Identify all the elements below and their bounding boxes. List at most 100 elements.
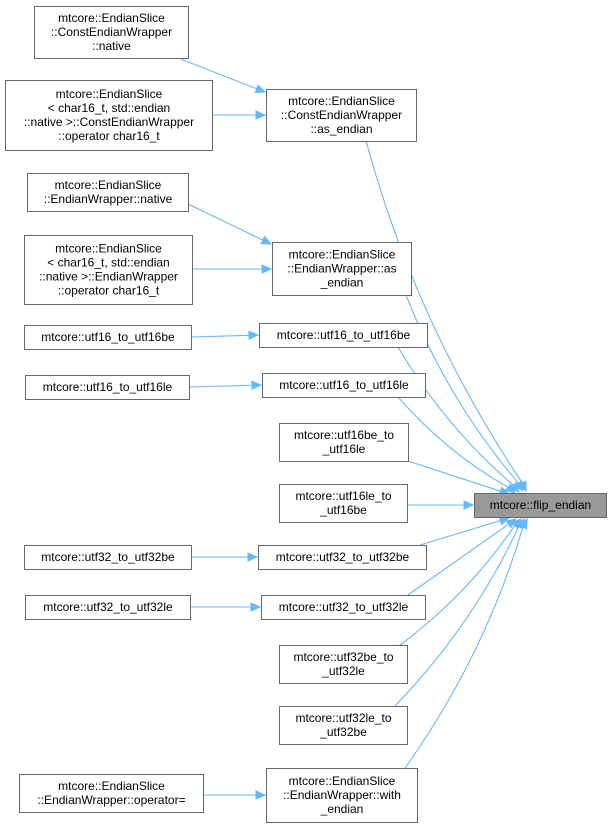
node-label-line: ::native >::ConstEndianWrapper xyxy=(24,115,194,129)
node-box xyxy=(258,545,427,570)
node-label-line: _endian xyxy=(320,802,364,816)
node-u32-u32le[interactable]: mtcore::utf32_to_utf32le xyxy=(261,595,426,620)
node-label-line: ::as_endian xyxy=(310,122,372,136)
edge-u16be-u16le-to-flip xyxy=(407,460,511,496)
node-flip[interactable]: mtcore::flip_endian xyxy=(474,493,607,518)
node-label-line: ::ConstEndianWrapper xyxy=(51,25,172,39)
node-u32-u32be[interactable]: mtcore::utf32_to_utf32be xyxy=(258,545,427,570)
node-asendian-ew[interactable]: mtcore::EndianSlice::EndianWrapper::as_e… xyxy=(272,242,412,296)
node-opassign-ew[interactable]: mtcore::EndianSlice::EndianWrapper::oper… xyxy=(19,774,204,813)
node-box xyxy=(262,373,426,398)
node-box xyxy=(27,173,189,212)
edge-asendian-ew-to-flip xyxy=(405,294,524,493)
edges-layer xyxy=(177,57,528,800)
arrowhead xyxy=(514,480,524,493)
node-u32be-u32le[interactable]: mtcore::utf32be_to_utf32le xyxy=(279,645,408,684)
arrowhead xyxy=(509,481,520,493)
arrowhead xyxy=(247,552,259,562)
node-label-line: < char16_t, std::endian xyxy=(48,101,170,115)
node-native-cew[interactable]: mtcore::EndianSlice::ConstEndianWrapper:… xyxy=(34,6,189,59)
arrowhead xyxy=(518,517,528,530)
node-label-line: mtcore::EndianSlice xyxy=(55,242,162,256)
edge-line xyxy=(365,140,523,484)
node-label-line: mtcore::utf32_to_utf32le xyxy=(43,600,173,614)
edge-u16-u16be-to-flip xyxy=(397,346,520,493)
edge-line xyxy=(188,384,253,388)
node-box xyxy=(25,595,191,620)
node-label-line: _utf16be xyxy=(319,503,367,517)
node-u32le-u32be[interactable]: mtcore::utf32le_to_utf32be xyxy=(279,706,408,745)
node-withendian-ew[interactable]: mtcore::EndianSlice::EndianWrapper::with… xyxy=(266,768,418,823)
node-label-line: mtcore::EndianSlice xyxy=(289,774,396,788)
edge-line xyxy=(397,396,509,488)
node-label-line: mtcore::utf16_to_utf16be xyxy=(41,330,175,344)
node-box xyxy=(279,706,408,745)
edge-line xyxy=(419,520,501,546)
node-label-line: ::EndianWrapper::native xyxy=(44,192,173,206)
node-label-line: mtcore::utf32le_to xyxy=(295,711,391,725)
arrowhead xyxy=(255,110,267,120)
edge-u32-u32be-to-flip xyxy=(419,516,511,546)
node-asendian-cew[interactable]: mtcore::EndianSlice::ConstEndianWrapper:… xyxy=(266,89,417,142)
node-u16le-u16be[interactable]: mtcore::utf16le_to_utf16be xyxy=(279,484,408,523)
node-u32-u32be-left[interactable]: mtcore::utf32_to_utf32be xyxy=(24,545,192,570)
node-box xyxy=(24,325,192,350)
edge-line xyxy=(405,294,519,484)
edge-line xyxy=(190,334,250,338)
node-opchar-ew[interactable]: mtcore::EndianSlice< char16_t, std::endi… xyxy=(24,235,193,305)
node-native-ew[interactable]: mtcore::EndianSlice::EndianWrapper::nati… xyxy=(27,173,189,212)
node-label-line: mtcore::utf16_to_utf16be xyxy=(277,328,411,342)
node-label-line: _utf32le xyxy=(321,664,365,678)
node-u16be-u16le[interactable]: mtcore::utf16be_to_utf16le xyxy=(279,423,409,462)
node-opchar-cew[interactable]: mtcore::EndianSlice< char16_t, std::endi… xyxy=(5,80,213,151)
node-box xyxy=(34,6,189,59)
node-label-line: ::ConstEndianWrapper xyxy=(281,108,402,122)
nodes-layer: mtcore::EndianSlice::ConstEndianWrapper:… xyxy=(5,6,607,823)
node-u16-u16le-left[interactable]: mtcore::utf16_to_utf16le xyxy=(25,375,190,400)
node-label-line: mtcore::utf32_to_utf32be xyxy=(41,550,175,564)
node-label-line: _utf16le xyxy=(322,442,366,456)
edge-u16-u16le-to-flip xyxy=(397,396,516,494)
node-box xyxy=(5,80,213,151)
edge-u16-u16le-left-to-u16-u16le xyxy=(188,380,263,391)
node-box xyxy=(261,595,426,620)
edge-opchar-ew-to-asendian-ew xyxy=(192,264,273,274)
node-box xyxy=(279,484,408,523)
node-label-line: < char16_t, std::endian xyxy=(47,256,169,270)
edge-u32-u32be-left-to-u32-u32be xyxy=(191,552,259,562)
edge-line xyxy=(404,526,524,769)
node-label-line: mtcore::utf32_to_utf32be xyxy=(276,550,410,564)
node-label-line: mtcore::EndianSlice xyxy=(56,87,163,101)
node-label-line: ::EndianWrapper::operator= xyxy=(37,793,185,807)
node-label-line: mtcore::EndianSlice xyxy=(58,779,165,793)
node-label-line: mtcore::utf32_to_utf32le xyxy=(279,600,409,614)
edge-line xyxy=(407,523,509,596)
node-u16-u16be[interactable]: mtcore::utf16_to_utf16be xyxy=(259,323,428,348)
node-label-line: mtcore::EndianSlice xyxy=(288,94,395,108)
node-label-line: mtcore::EndianSlice xyxy=(55,178,162,192)
node-label-line: ::native >::EndianWrapper xyxy=(39,270,178,284)
edge-u32-u32le-left-to-u32-u32le xyxy=(190,602,262,612)
arrowhead xyxy=(254,84,267,93)
node-label-line: _endian xyxy=(320,276,364,290)
node-box xyxy=(259,323,428,348)
node-label-line: ::native xyxy=(92,39,131,53)
node-label-line: ::operator char16_t xyxy=(58,284,160,298)
edge-u16-u16be-left-to-u16-u16be xyxy=(190,330,260,341)
node-box xyxy=(266,89,417,142)
edge-native-cew-to-asendian-cew xyxy=(177,57,267,93)
node-u32-u32le-left[interactable]: mtcore::utf32_to_utf32le xyxy=(25,595,191,620)
node-u16-u16be-left[interactable]: mtcore::utf16_to_utf16be xyxy=(24,325,192,350)
node-label-line: mtcore::utf16le_to xyxy=(295,489,391,503)
node-u16-u16le[interactable]: mtcore::utf16_to_utf16le xyxy=(262,373,426,398)
arrowhead xyxy=(261,264,273,274)
node-label-line: ::EndianWrapper::as xyxy=(287,262,396,276)
node-label-line: mtcore::utf16_to_utf16le xyxy=(43,380,173,394)
edge-line xyxy=(394,526,520,707)
arrowhead xyxy=(463,500,475,510)
edge-withendian-ew-to-flip xyxy=(404,517,528,769)
node-box xyxy=(279,645,408,684)
node-box xyxy=(19,774,204,813)
node-box xyxy=(272,242,412,296)
